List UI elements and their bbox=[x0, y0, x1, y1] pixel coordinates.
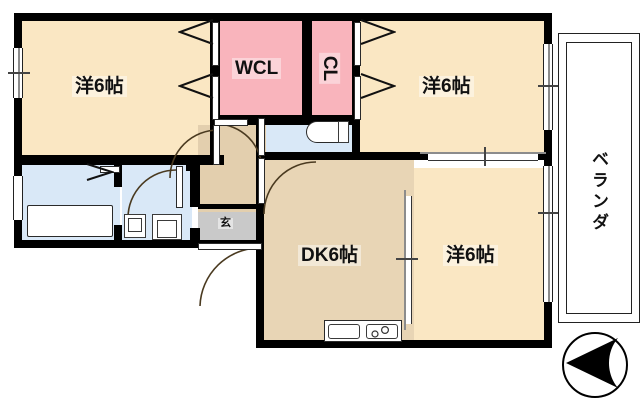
wall-left-outer-mid bbox=[14, 95, 22, 161]
sliding-arrow-ne-lower bbox=[360, 73, 396, 99]
room-ne-label: 洋6帖 bbox=[419, 76, 474, 97]
sliding-arrow-nw-upper bbox=[178, 19, 214, 45]
window-nw-west-tick bbox=[8, 72, 30, 74]
door-arc-nw-room bbox=[169, 129, 219, 179]
sliding-arrow-bath bbox=[86, 163, 114, 181]
room-se-label: 洋6帖 bbox=[443, 245, 498, 266]
sliding-door-ne-se-tick bbox=[484, 147, 486, 166]
door-arc-washroom bbox=[127, 169, 177, 219]
wall-closets-south bbox=[210, 115, 356, 125]
window-ne-east-glass bbox=[548, 44, 550, 130]
wall-right-outer-top bbox=[544, 13, 552, 46]
wall-genkan-north bbox=[198, 204, 264, 209]
wall-dk-west bbox=[256, 152, 264, 348]
room-dk-fill bbox=[264, 160, 414, 345]
wall-left-outer-bottom bbox=[14, 218, 22, 248]
wall-bottom-west-wing bbox=[14, 240, 264, 248]
wall-nw-room-south bbox=[14, 155, 224, 165]
sliding-door-dk-se-rail bbox=[404, 190, 406, 330]
door-leaf-entrance[interactable] bbox=[198, 243, 262, 250]
washing-machine-drum bbox=[157, 220, 177, 238]
veranda-label: ベランダ bbox=[589, 150, 608, 234]
closet-cl-label: CL bbox=[319, 52, 341, 85]
closet-wcl-fill bbox=[220, 19, 302, 125]
wall-hall-north-stub bbox=[198, 155, 220, 163]
door-leaf-dk[interactable] bbox=[258, 158, 265, 204]
kitchen-sink bbox=[328, 324, 360, 339]
wall-washroom-east bbox=[186, 159, 194, 171]
door-leaf-hall-north[interactable] bbox=[214, 119, 248, 126]
wall-bottom-east-wing bbox=[256, 340, 552, 348]
sliding-door-cl-ne-lower[interactable] bbox=[354, 76, 361, 120]
room-nw-label: 洋6帖 bbox=[72, 76, 127, 97]
genkan-label: 玄 bbox=[218, 217, 233, 229]
wall-bath-washroom-divider bbox=[114, 165, 122, 187]
window-se-east-tick bbox=[538, 212, 560, 214]
window-ne-east-tick bbox=[538, 85, 560, 87]
closet-cl-fill bbox=[312, 19, 354, 125]
gas-stove-burners bbox=[371, 325, 390, 338]
door-leaf-toilet[interactable] bbox=[258, 118, 265, 156]
room-se-fill bbox=[414, 168, 546, 345]
sliding-arrow-ne-upper bbox=[360, 19, 396, 45]
window-se-east-glass bbox=[548, 166, 550, 302]
sliding-door-cl-ne-upper[interactable] bbox=[354, 22, 361, 66]
wall-right-outer-mid bbox=[544, 128, 552, 168]
wall-top-outer bbox=[14, 13, 552, 21]
wall-wcl-cl-divider bbox=[302, 13, 312, 125]
sliding-arrow-nw-lower bbox=[178, 73, 214, 99]
door-arc-hall-north bbox=[215, 123, 263, 171]
wall-left-outer-upper bbox=[14, 13, 22, 51]
wall-hall-west-lower bbox=[190, 228, 200, 246]
wall-hall-west-upper bbox=[190, 159, 200, 207]
window-bath-west bbox=[13, 176, 23, 220]
room-dk-label: DK6帖 bbox=[298, 245, 362, 266]
compass-needle-icon bbox=[566, 338, 618, 388]
sliding-door-ne-se-rail bbox=[420, 152, 546, 154]
bathtub bbox=[27, 205, 113, 237]
toilet-tank bbox=[338, 121, 349, 143]
wall-left-outer-lower bbox=[14, 165, 22, 178]
wall-right-outer-bottom bbox=[544, 300, 552, 345]
closet-wcl-label: WCL bbox=[232, 58, 282, 79]
door-arc-entrance bbox=[199, 247, 261, 307]
wall-bath-washroom-divider-lower bbox=[114, 225, 122, 243]
sliding-door-ne-se[interactable] bbox=[428, 153, 538, 161]
wall-toilet-south bbox=[256, 152, 360, 160]
door-arc-dk bbox=[263, 161, 317, 215]
sliding-door-dk-se-tick bbox=[396, 258, 418, 260]
wash-basin-bowl bbox=[128, 218, 142, 232]
door-leaf-washroom[interactable] bbox=[176, 166, 183, 208]
veranda-inner bbox=[566, 42, 632, 314]
